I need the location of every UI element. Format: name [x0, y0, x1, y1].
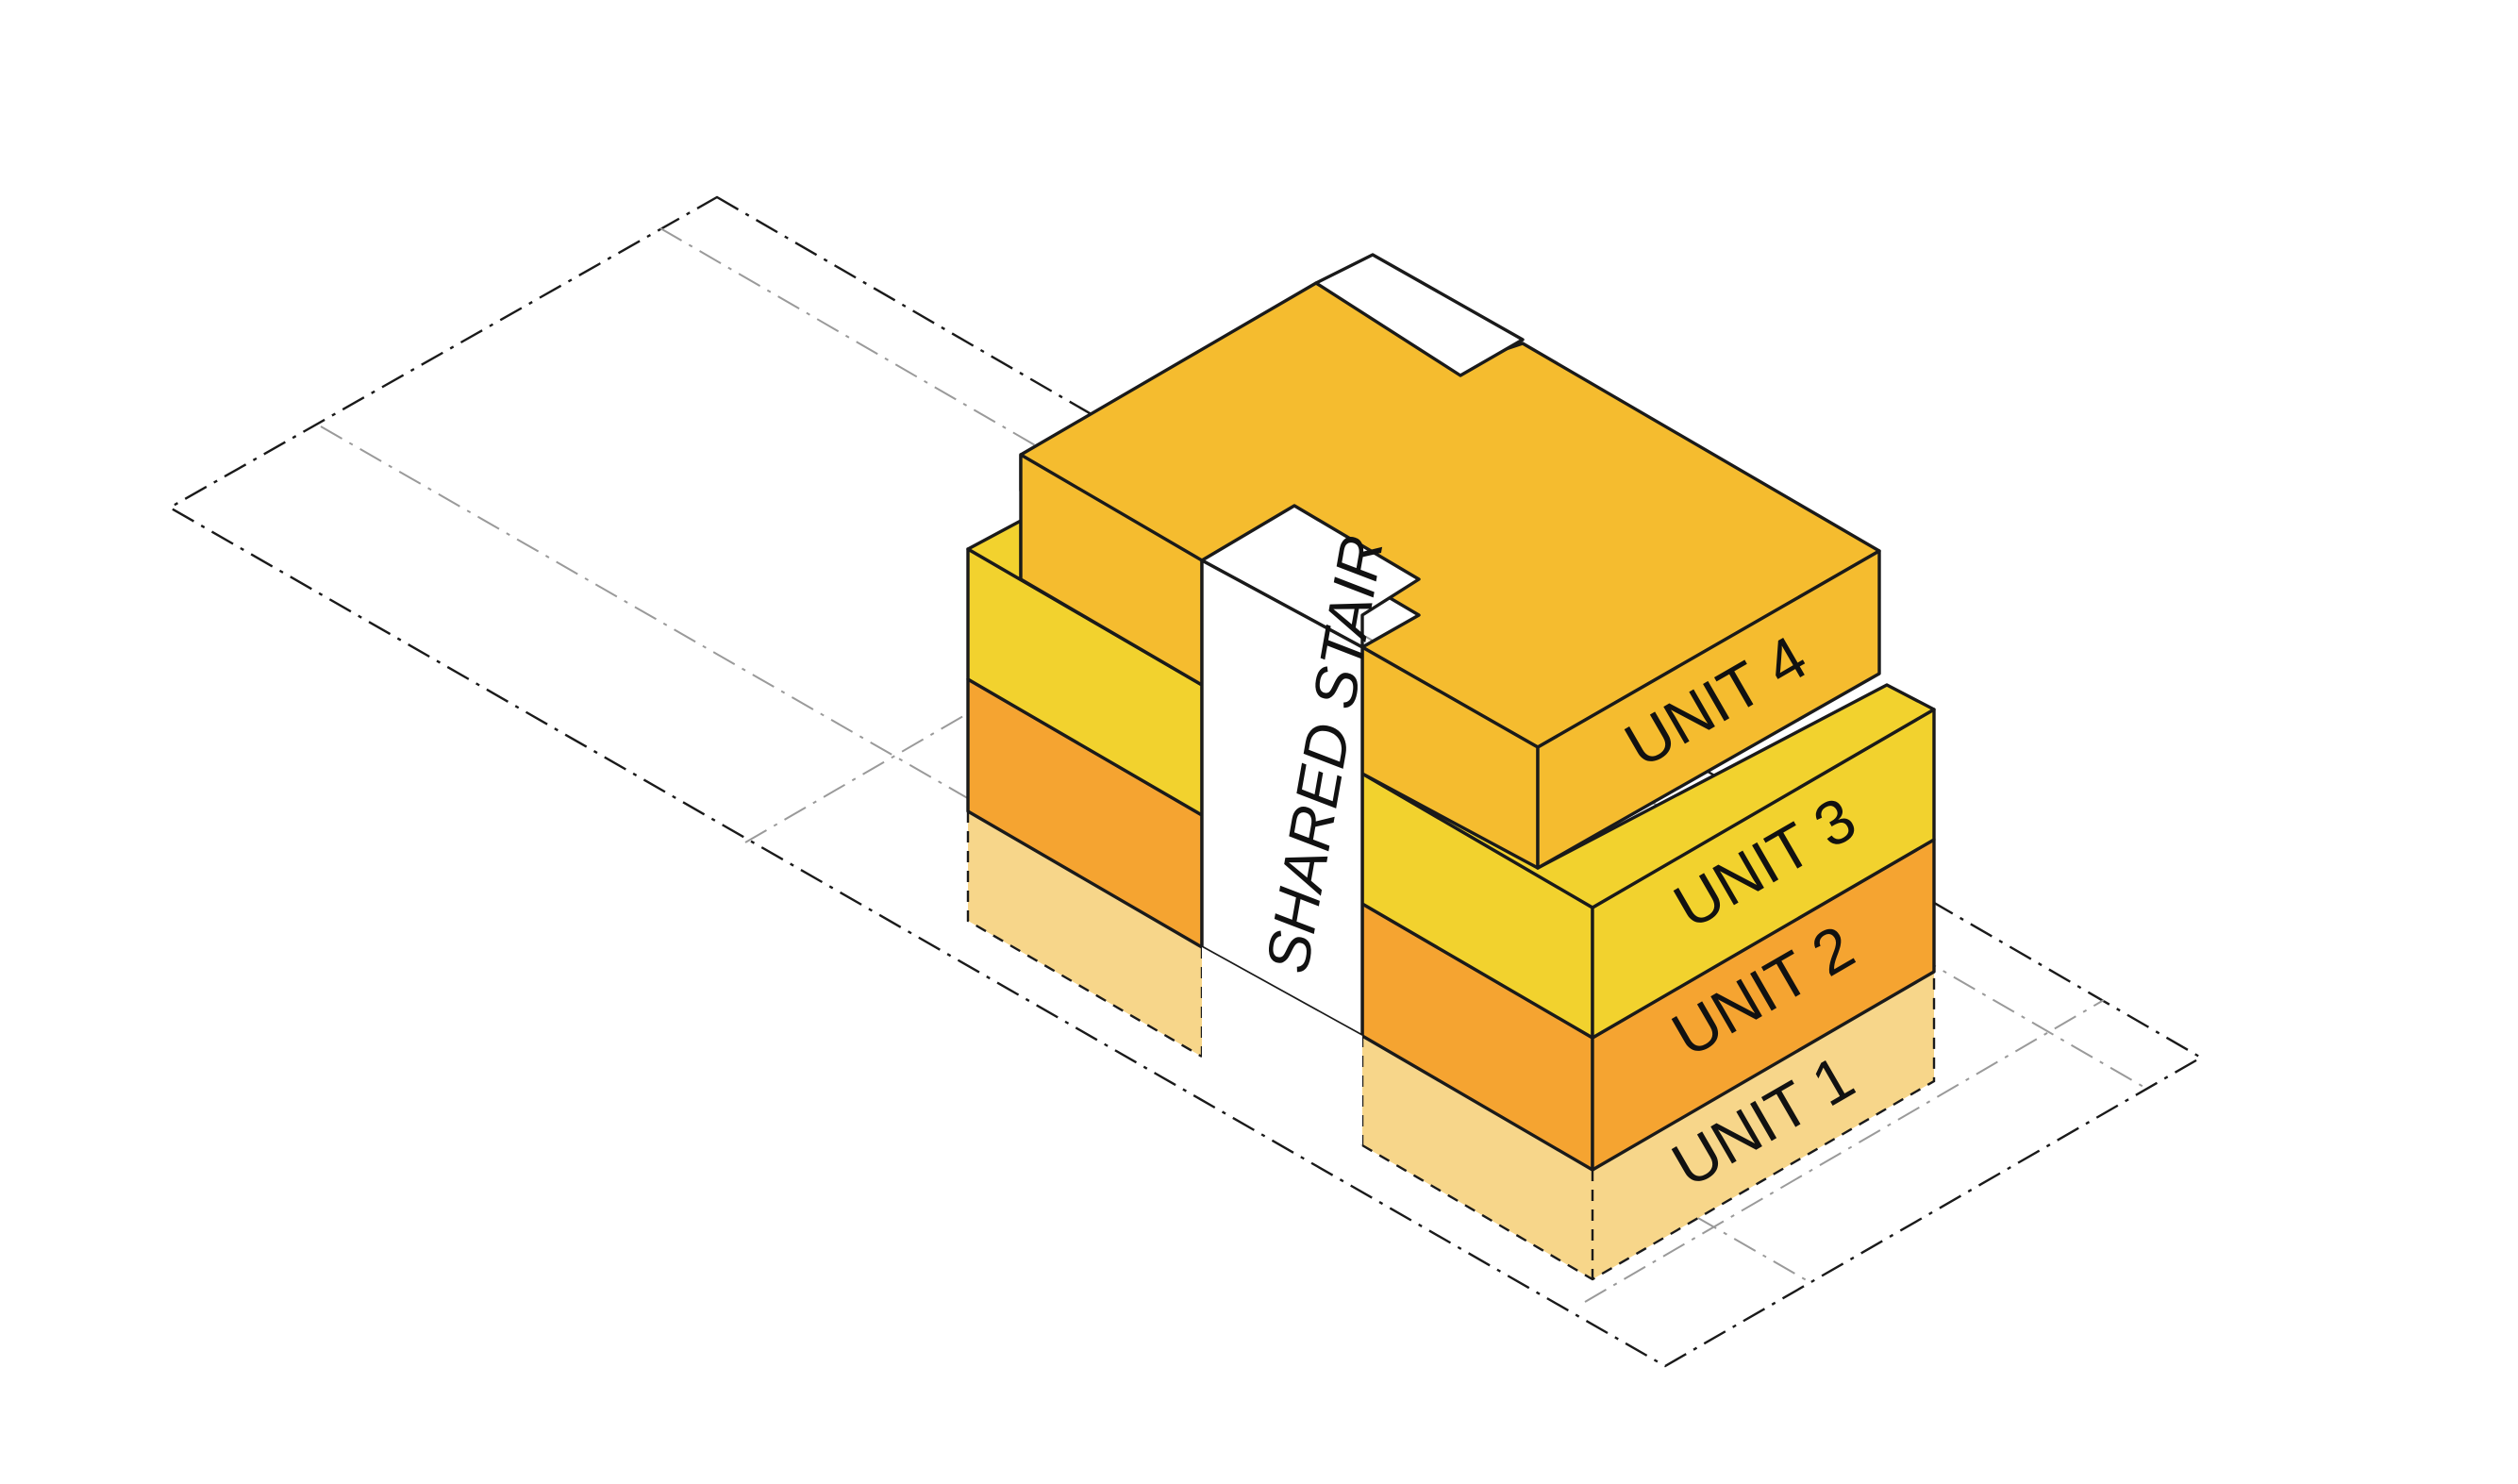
- unit-1-ghost-edge-d: [1361, 972, 1936, 1281]
- shared-stair-core: [1200, 253, 1525, 1145]
- unit-1-block: [966, 811, 1936, 1281]
- setback-line-front: [1584, 999, 2105, 1303]
- unit-1-front-face: [1593, 972, 1934, 1279]
- unit-4-front-face: [1536, 549, 1881, 870]
- unit-1-left-face: [968, 811, 1202, 1057]
- unit-1-left-face-b: [1362, 1036, 1593, 1279]
- unit-1-ghost-edges: [966, 811, 1203, 1059]
- setback-line-mid: [744, 711, 971, 843]
- setback-line-left: [320, 425, 1812, 1284]
- stair-front-ground: [1202, 947, 1362, 1145]
- roof-opening: [1314, 253, 1525, 377]
- unit-4-block: [1019, 281, 1881, 870]
